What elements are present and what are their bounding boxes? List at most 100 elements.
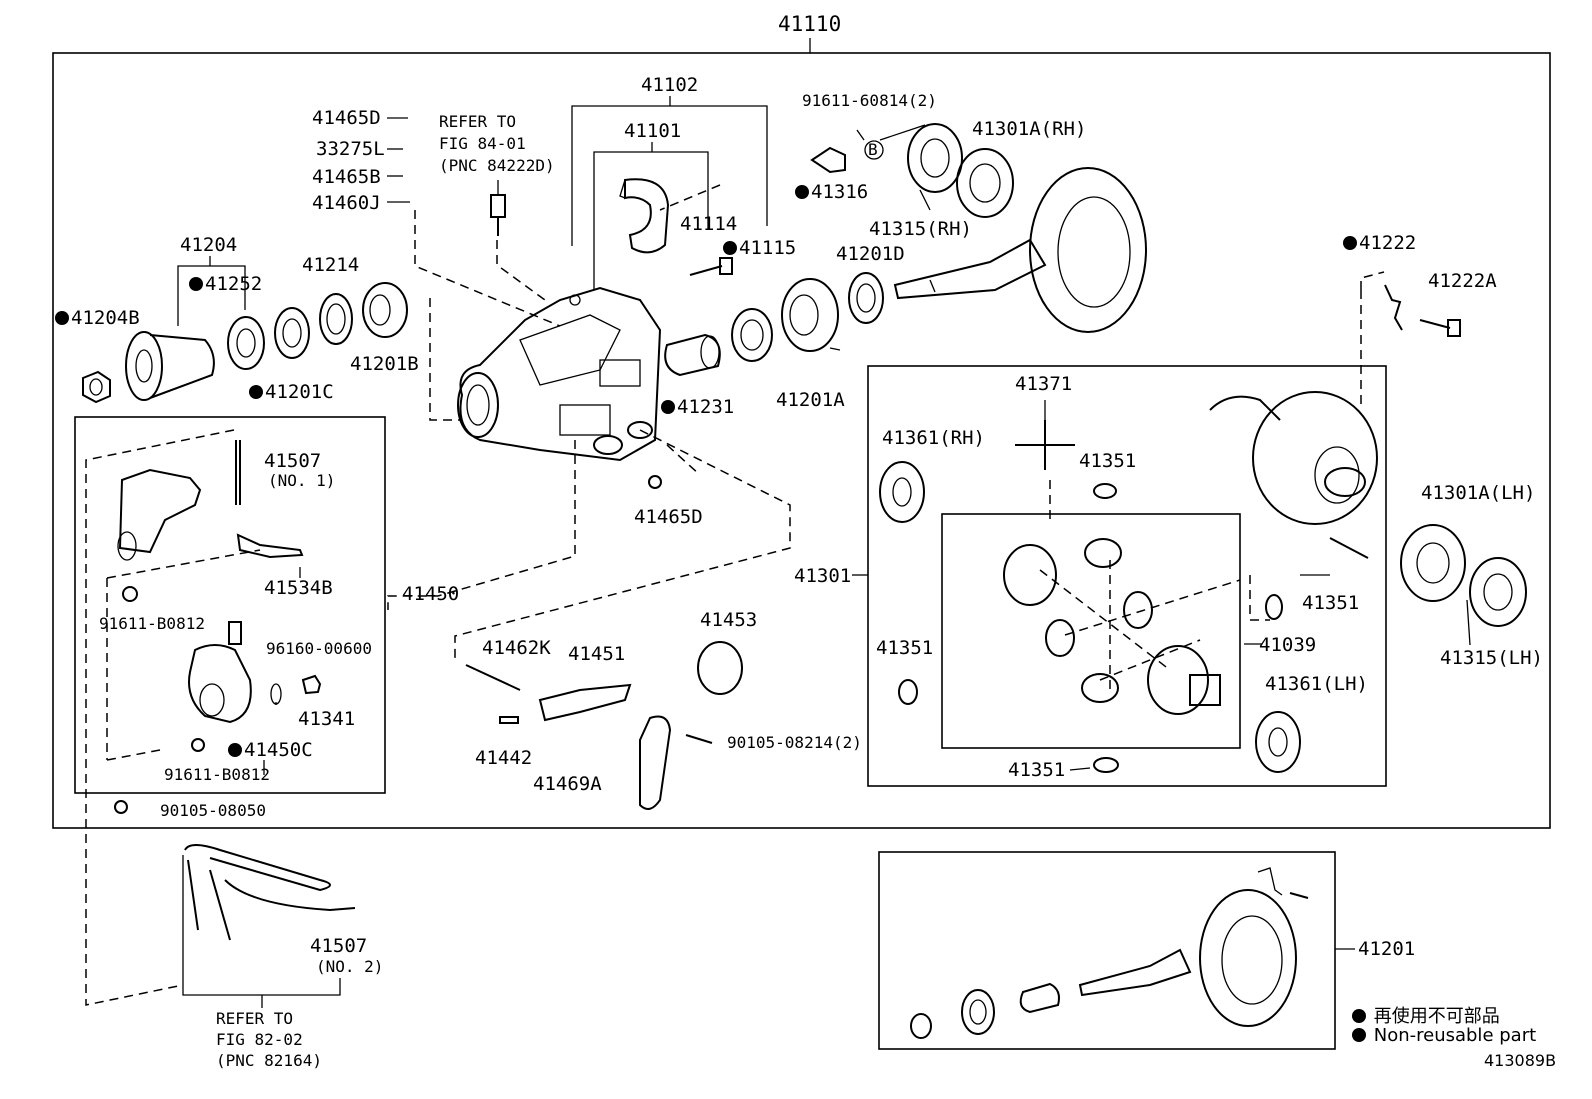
non-reusable-dot [189,277,203,291]
legend-en-text: Non-reusable part [1373,1025,1537,1046]
pinion-washer-a [1093,483,1117,499]
non-reusable-dot [795,185,809,199]
label-41214: 41214 [302,254,360,276]
label-41301a-lh: 41301A(LH) [1421,482,1536,504]
label-41204b: 41204B [55,307,140,329]
thrust-washer-rh [879,461,925,523]
lock-plate-41316 [810,146,846,174]
label-41341: 41341 [298,708,356,730]
label-41201d: 41201D [836,243,905,265]
non-reusable-dot [228,743,242,757]
label-41201a: 41201A [776,389,845,411]
differential-carrier-housing [457,286,662,462]
cover-plate [624,178,670,254]
non-reusable-dot [661,400,675,414]
differential-gears [1003,538,1221,715]
ring-gear-and-pinion [893,167,1147,333]
label-41465d: 41465D [634,506,703,528]
label-41315-rh: 41315(RH) [869,218,972,240]
label-41450: 41450 [402,583,460,605]
actuator-subframe [74,416,386,794]
label-41507: 41507 [264,450,322,472]
label-41115: 41115 [723,237,796,259]
oil-seal [227,316,265,370]
adjusting-shim-lh [1469,557,1527,627]
label-41201b: 41201B [350,353,419,375]
actuator-parts [114,440,322,814]
side-bearing-rh [956,148,1014,218]
label-41453: 41453 [700,609,758,631]
label-41252: 41252 [189,273,262,295]
companion-flange [125,331,215,401]
non-reusable-dot [249,385,263,399]
bolt-41222a-shape [1419,319,1461,337]
label-41039: 41039 [1259,634,1317,656]
ring-gear-set-41201 [910,867,1309,1039]
label-41102: 41102 [641,74,699,96]
label-41442: 41442 [475,747,533,769]
label-41460j: 41460J [312,192,381,214]
refer-84-line1: REFER TO [439,112,517,131]
label-41465d-top: 41465D [312,107,381,129]
side-bearing-lh [1400,524,1466,602]
label-41114: 41114 [680,213,738,235]
bolt-41114-shape [689,257,733,276]
carrier-cover-bracket [571,96,768,290]
label-41204b-text: 41204B [71,307,140,329]
label-41371: 41371 [1015,373,1073,395]
label-41316-text: 41316 [811,181,869,203]
pinion-shim [848,272,884,324]
adjusting-shim-rh [907,123,963,193]
label-41222: 41222 [1343,232,1416,254]
ring-gear-set-frame [878,851,1336,1050]
legend-jp: 再使用不可部品 [1352,1002,1500,1028]
legend-dot [1352,1009,1366,1023]
assembly-guide-lines [85,184,1385,1006]
differential-case [1209,391,1378,525]
label-41222-text: 41222 [1359,232,1417,254]
label-41465b: 41465B [312,166,381,188]
label-41361-lh: 41361(LH) [1265,673,1368,695]
label-41507-no1: (NO. 1) [268,471,336,490]
legend-jp-text: 再使用不可部品 [1373,1006,1500,1027]
differential-case-frame [867,365,1387,787]
label-41469a: 41469A [533,773,602,795]
label-41201: 41201 [1358,938,1416,960]
label-41450c: 41450C [228,739,313,761]
label-41201c: 41201C [249,381,334,403]
label-41252-text: 41252 [205,273,263,295]
leader-lines [263,117,1471,950]
thrust-washer-lh [1255,711,1301,773]
collapsible-spacer [664,333,721,377]
label-33275l: 33275L [316,138,385,160]
pinion-washer-c [1093,757,1119,773]
pinion-nut [82,370,111,404]
rear-pinion-bearing [781,278,839,352]
pinion-gear-inner-frame [941,513,1241,749]
label-41231: 41231 [661,396,734,418]
label-96160-00600: 96160-00600 [266,639,372,658]
label-41316: 41316 [795,181,868,203]
refer-82-line2: FIG 82-02 [216,1030,303,1049]
label-91611-b0812-b: 91611-B0812 [164,765,270,784]
wire-harness [182,844,356,1008]
label-41351-c: 41351 [876,637,934,659]
bearing-spacer [274,307,310,359]
flange-bracket [177,265,246,326]
refer-84-line3: (PNC 84222D) [439,156,555,175]
label-41204: 41204 [180,234,238,256]
non-reusable-dot [723,241,737,255]
label-41110: 41110 [778,12,842,36]
label-41462k: 41462K [482,637,551,659]
label-41507-no2: (NO. 2) [316,957,384,976]
label-41507-b: 41507 [310,935,368,957]
shift-fork-parts [465,475,743,810]
bearing-race-41115 [731,308,773,362]
label-41301: 41301 [794,565,852,587]
label-41451: 41451 [568,643,626,665]
refer-82-line1: REFER TO [216,1009,294,1028]
label-41351-d: 41351 [1008,759,1066,781]
refer-82-line3: (PNC 82164) [216,1051,322,1070]
pinion-bearing-race [319,293,353,345]
